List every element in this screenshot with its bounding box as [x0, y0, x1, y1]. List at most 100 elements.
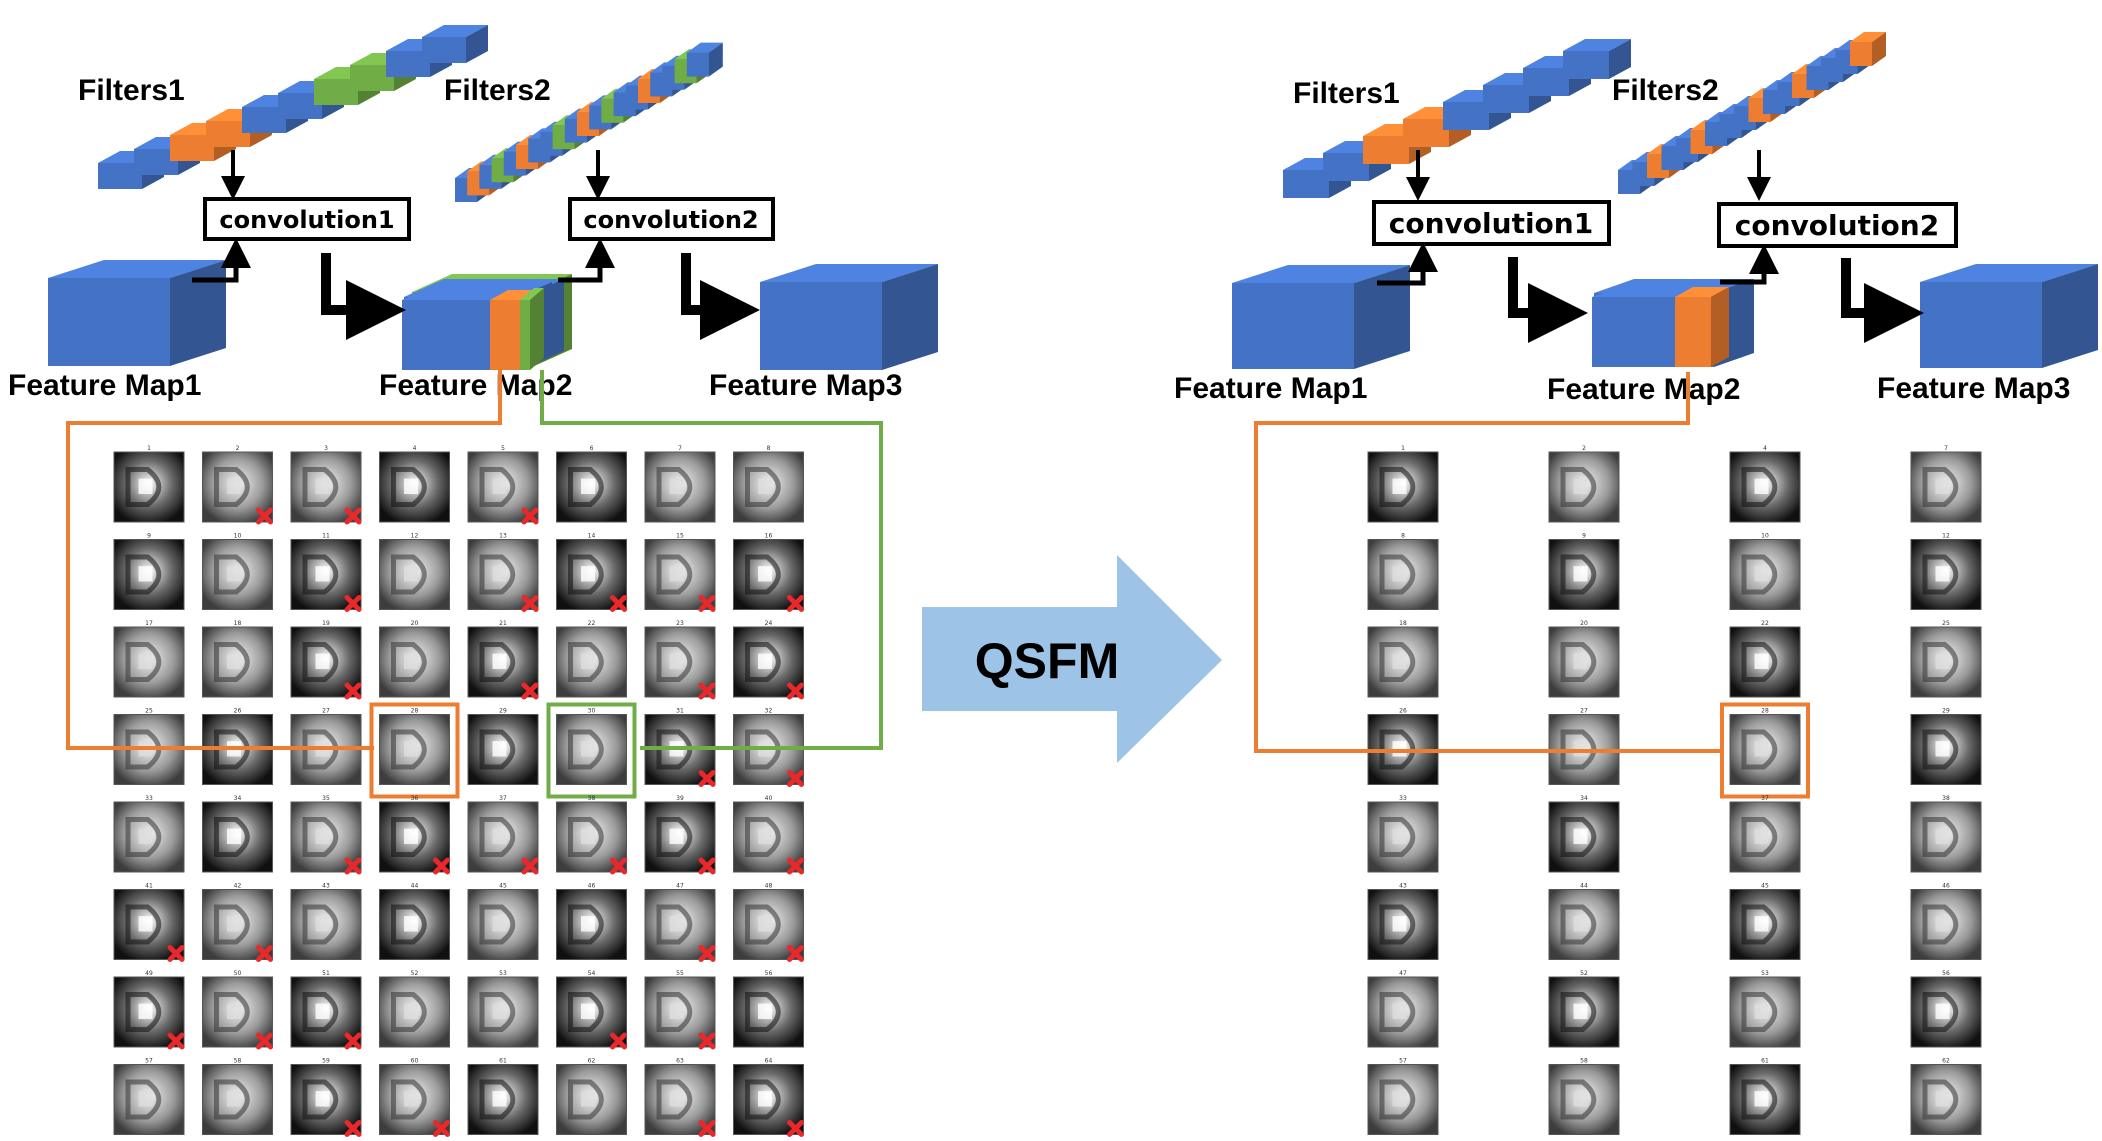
orange-channel-slice [1675, 287, 1729, 367]
orange-channel-connector [1254, 372, 1720, 753]
tile-pattern [492, 1003, 507, 1019]
tile-number: 51 [322, 970, 330, 977]
removed-mark-icon [521, 682, 539, 700]
feature-tile: 36 [379, 795, 450, 875]
tile-pattern [1922, 467, 1959, 507]
tile-pattern [391, 904, 427, 945]
tile-pattern [1741, 642, 1778, 682]
removed-mark-stroke [787, 1120, 804, 1137]
removed-mark-stroke [698, 682, 716, 700]
tile-pattern [745, 904, 781, 945]
tile-pattern [1560, 992, 1597, 1032]
feature-tile: 12 [1910, 533, 1982, 610]
convolution1-box [1372, 200, 1611, 246]
feature-tile: 29 [467, 708, 539, 785]
feature-tile: 46 [1910, 883, 1982, 960]
convolution2-box [1717, 202, 1958, 248]
tile-number: 2 [1582, 445, 1586, 452]
tile-number: 44 [411, 883, 419, 890]
feature-tile: 38 [556, 795, 627, 875]
tile-pattern [1392, 741, 1407, 757]
box-side-face [882, 264, 938, 370]
tile-pattern [391, 992, 427, 1032]
tile-number: 10 [1761, 533, 1769, 540]
removed-mark-icon [344, 595, 362, 612]
tile-number: 40 [765, 795, 773, 802]
tile-pattern [1754, 653, 1769, 669]
tile-pattern [125, 554, 162, 595]
tile-pattern [492, 478, 507, 494]
removed-mark-icon [787, 770, 804, 787]
tile-number: 1 [1401, 445, 1405, 452]
tile-number: 36 [411, 795, 419, 802]
feature-tile: 20 [379, 620, 450, 698]
feature-tile: 22 [556, 620, 627, 698]
feature-tile: 37 [1729, 795, 1801, 873]
tile-number: 22 [1761, 620, 1769, 627]
tile-pattern [568, 992, 604, 1032]
tile-number: 42 [234, 883, 242, 890]
removed-mark-icon [344, 682, 362, 700]
tile-pattern [492, 1091, 507, 1107]
feature-tile: 15 [644, 533, 716, 612]
fm2-to-conv2-arrow [558, 238, 615, 283]
tile-number: 53 [499, 970, 507, 977]
feature-tile: 10 [202, 533, 273, 610]
feature-tile: 47 [1367, 970, 1439, 1048]
feature-tile: 52 [1548, 970, 1620, 1048]
removed-mark-stroke [344, 1120, 362, 1137]
feature-tile: 61 [467, 1058, 539, 1135]
tile-pattern [315, 828, 330, 844]
tile-pattern [125, 642, 162, 682]
right-panel: Filters1 Filters2 convolution1 convoluti… [1174, 32, 2098, 1135]
removed-mark-icon [433, 1120, 450, 1137]
feature-map3-cube [760, 264, 938, 370]
conv1-to-fm2-arrow [1508, 257, 1588, 343]
tile-pattern [656, 817, 693, 857]
feature-tile: 57 [113, 1058, 185, 1135]
removed-mark-icon [698, 595, 716, 612]
box-top-face [686, 42, 723, 53]
feature-tile: 33 [1367, 795, 1439, 873]
tile-number: 19 [322, 620, 330, 627]
tile-number: 43 [1399, 883, 1407, 890]
box-side-face [2042, 264, 2098, 368]
tile-pattern [1922, 817, 1959, 857]
tile-pattern [1392, 478, 1407, 494]
tile-number: 4 [413, 445, 417, 452]
feature-tile: 59 [290, 1058, 362, 1137]
feature-tile: 48 [733, 883, 804, 962]
removed-mark-stroke [787, 945, 804, 962]
tile-pattern [669, 1091, 684, 1107]
tile-pattern [125, 992, 162, 1032]
feature-tile: 6 [556, 445, 627, 523]
feature-tile: 40 [733, 795, 804, 875]
tile-pattern [1754, 1003, 1769, 1019]
tile-number: 37 [1761, 795, 1769, 802]
tile-pattern [758, 478, 772, 494]
tile-pattern [581, 478, 595, 494]
tile-number: 53 [1761, 970, 1769, 977]
feature-tile: 7 [644, 445, 716, 523]
fm1-to-conv1-arrow [1377, 242, 1438, 286]
tile-pattern [669, 828, 684, 844]
tile-pattern [214, 904, 250, 945]
removed-mark-icon [167, 945, 185, 962]
feature-tile: 42 [202, 883, 273, 962]
feature-tile: 5 [467, 445, 539, 525]
tile-number: 57 [145, 1058, 153, 1065]
feature-tile: 2 [1548, 445, 1620, 523]
tile-pattern [581, 1003, 595, 1019]
box-top-face [1232, 265, 1410, 283]
tile-pattern [138, 916, 153, 932]
tile-pattern [745, 642, 781, 682]
tile-pattern [479, 1079, 516, 1120]
tile-number: 58 [234, 1058, 242, 1065]
tile-number: 29 [499, 708, 507, 715]
tile-pattern [745, 554, 781, 595]
feature-tile: 49 [113, 970, 185, 1050]
tile-number: 22 [588, 620, 596, 627]
tile-number: 58 [1580, 1058, 1588, 1065]
tile-pattern [315, 1091, 330, 1107]
tile-pattern [1573, 828, 1588, 844]
